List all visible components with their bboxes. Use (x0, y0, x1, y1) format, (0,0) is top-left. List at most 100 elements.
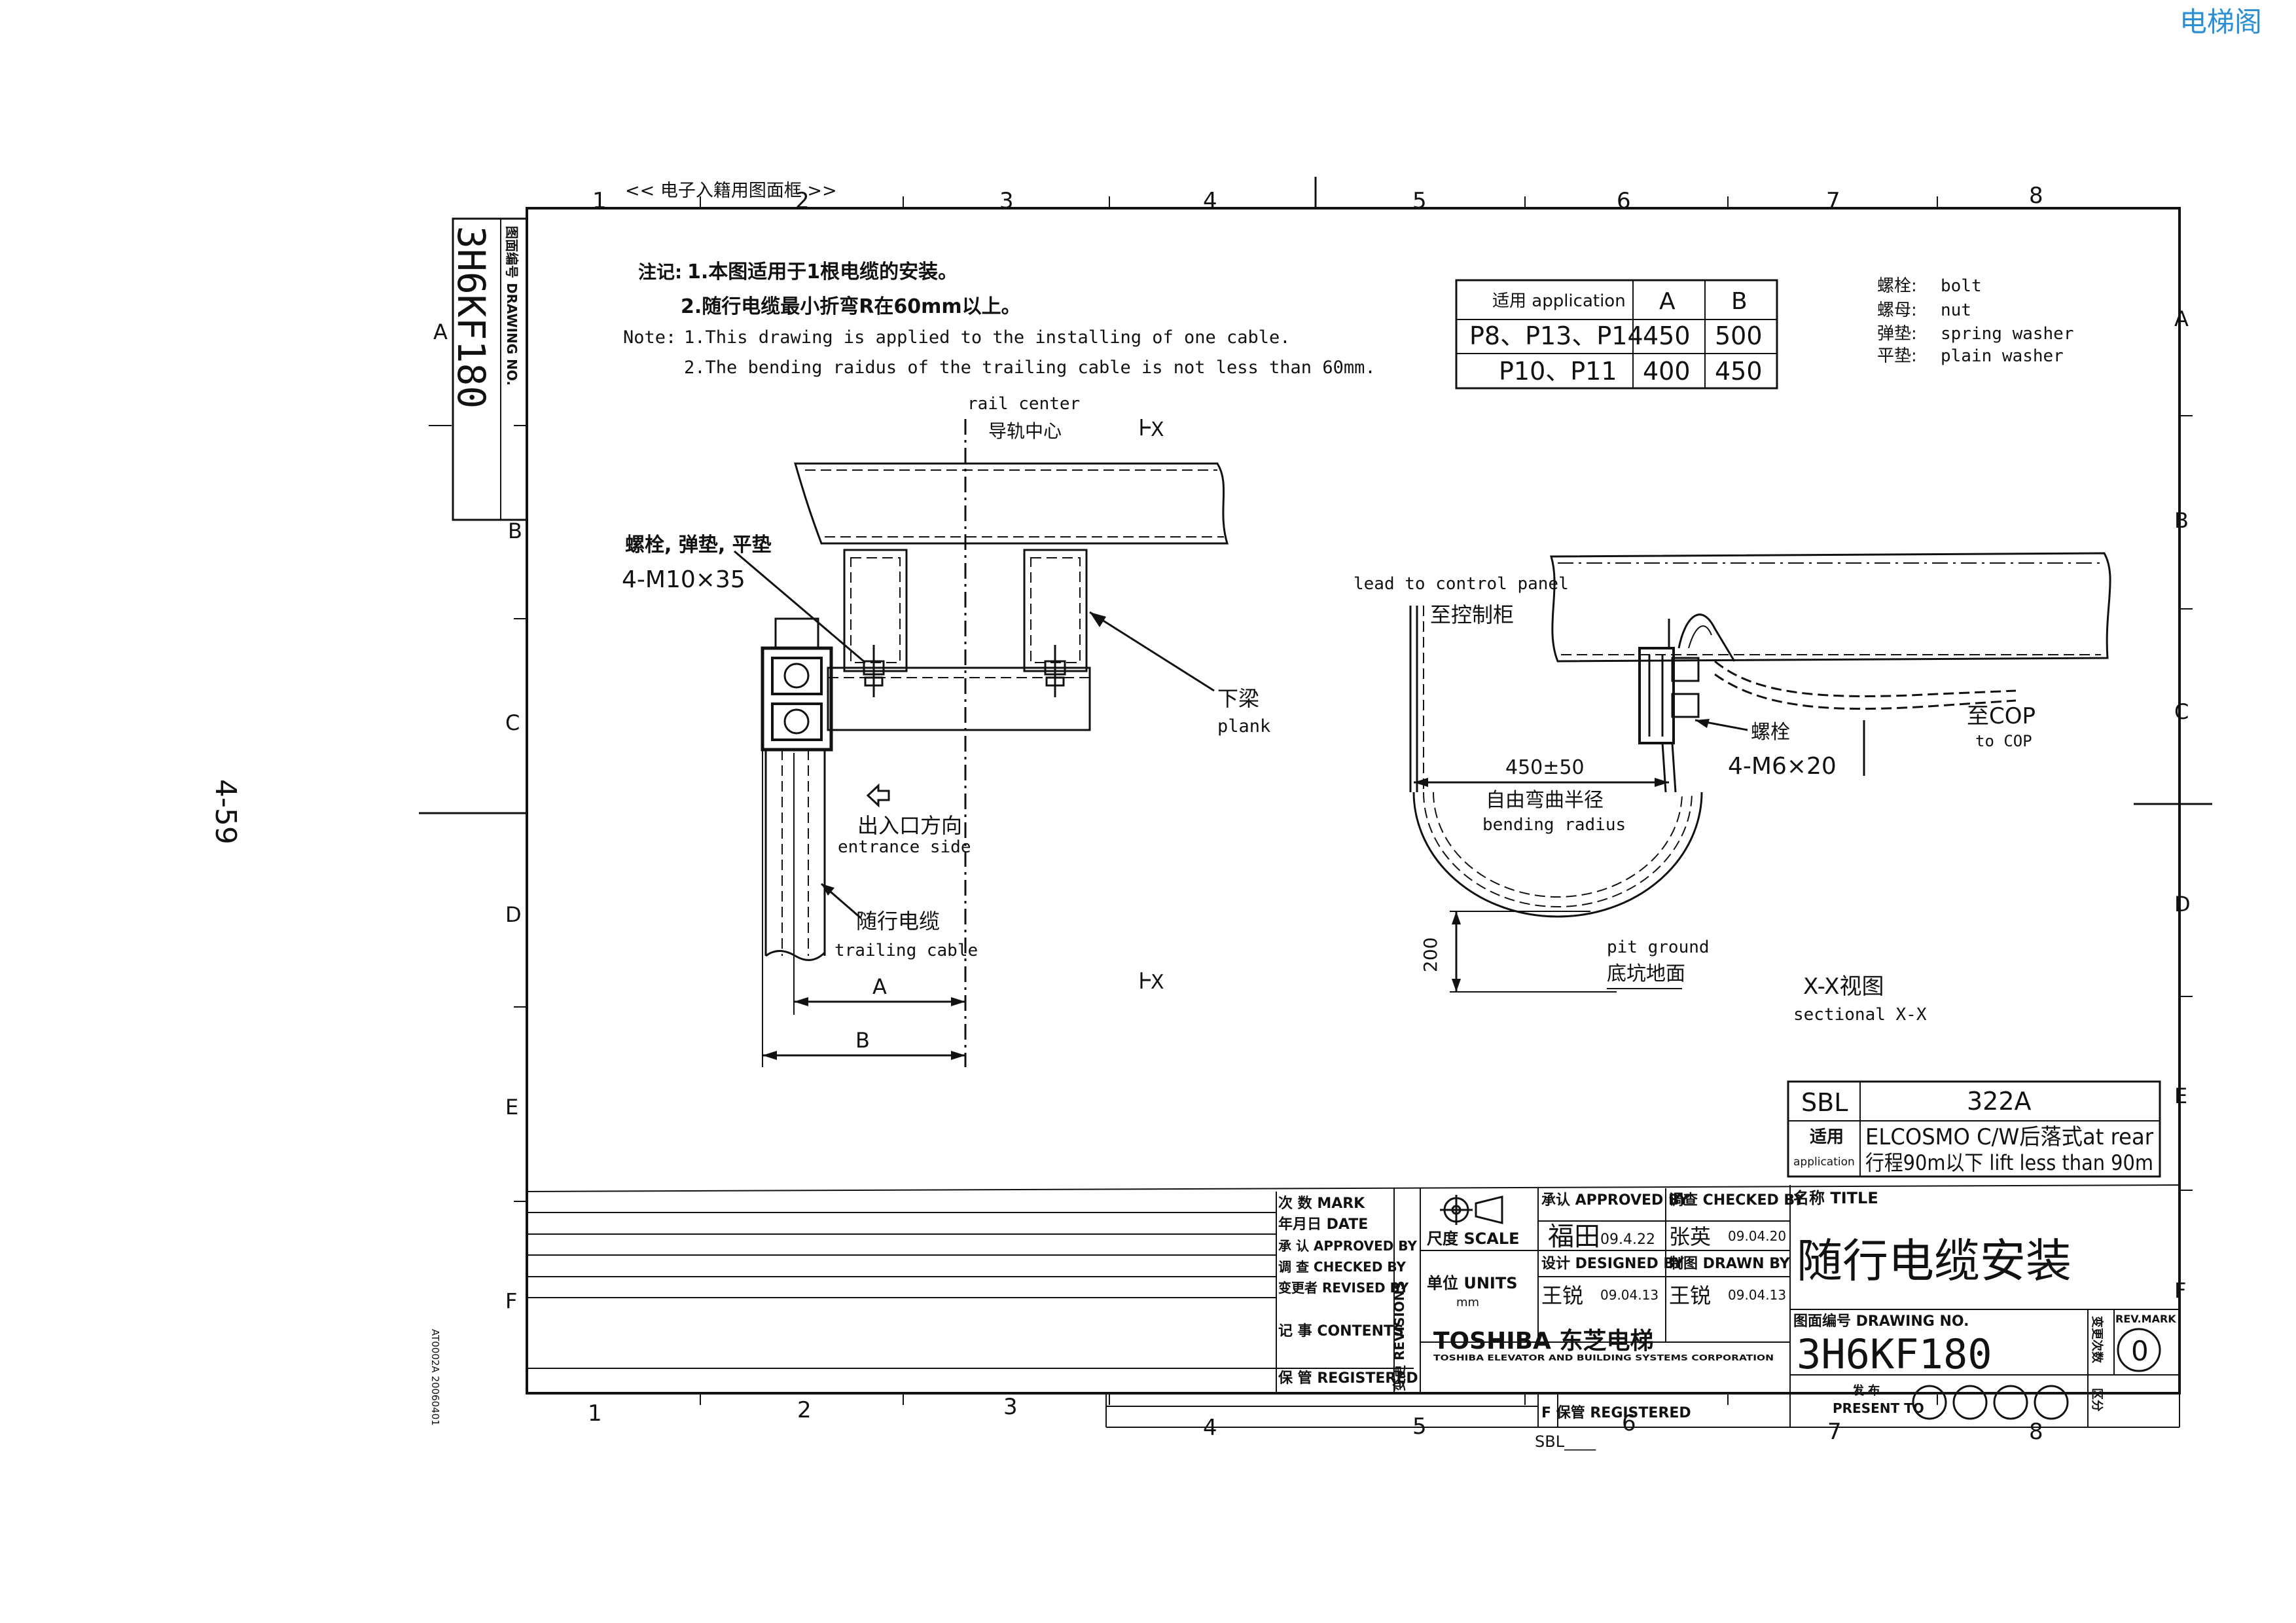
rev-label: 年月日 DATE (1278, 1216, 1368, 1233)
drawing-number-box: 图面编号 DRAWING NO. 3H6KF180 (449, 217, 528, 521)
table-header: 适用 application (1492, 291, 1626, 311)
col-label: 1 (588, 1400, 602, 1427)
legend-cn: 弹垫: (1877, 324, 1917, 344)
row-label: C (505, 710, 520, 735)
present-to-label: PRESENT TO (1833, 1400, 1924, 1416)
column-labels-top: 1 2 3 4 5 6 7 8 (592, 183, 2043, 214)
car-beam (794, 462, 1229, 545)
drawn-by-label: 制图 DRAWN BY (1669, 1256, 1791, 1272)
units-label: 单位 UNITS (1427, 1274, 1518, 1292)
sbl-line2: 行程90m以下 lift less than 90m (1865, 1150, 2153, 1175)
contents-label: 记 事 CONTENTS (1278, 1322, 1404, 1340)
height-dim: 200 (1420, 938, 1441, 972)
col-label: 5 (1412, 188, 1427, 214)
approved-by-label: 承认 APPROVED BY (1541, 1192, 1690, 1209)
watermark: 电梯阁 (2179, 6, 2262, 38)
drawing-no-label: 图面编号 DRAWING NO. (504, 226, 520, 386)
row-labels-right: A B C D E F (2174, 306, 2191, 1303)
sbl-app-en: application (1793, 1156, 1855, 1169)
present-to-cn: 发 布 (1852, 1383, 1880, 1398)
legend-en: spring washer (1941, 324, 2074, 344)
row-label: F (2174, 1278, 2186, 1303)
sbl-bottom: SBL____ (1535, 1432, 1596, 1451)
cable-clamp-side (1638, 647, 1675, 744)
col-label: 1 (592, 188, 607, 214)
notes-en-2: 2.The bending raidus of the trailing cab… (684, 357, 1376, 378)
radius-dim: 450±50 (1505, 756, 1585, 779)
sbl-box: SBL 322A 适用 application ELCOSMO C/W后落式at… (1787, 1080, 2161, 1178)
col-label: 3 (999, 188, 1014, 214)
drawing-no: 3H6KF180 (1797, 1330, 1992, 1378)
cop-en: to COP (1975, 732, 2032, 750)
col-label: 8 (2029, 183, 2043, 209)
cable-cn: 随行电缆 (856, 909, 940, 934)
rev-label: 承 认 APPROVED BY (1278, 1238, 1417, 1254)
lead-en: lead to control panel (1354, 574, 1569, 594)
drawer-name: 王锐 (1669, 1283, 1711, 1308)
dist-label: 区分 (2090, 1388, 2104, 1412)
row-label: C (2174, 699, 2189, 724)
drawn-date: 09.04.13 (1728, 1287, 1786, 1303)
approved-date: 09.4.22 (1600, 1231, 1655, 1248)
table-cell: P8、P13、P14 (1469, 321, 1643, 350)
notes-cn-1: 1.本图适用于1根电缆的安装。 (687, 261, 958, 283)
pit-cn: 底坑地面 (1607, 962, 1685, 985)
legend: 螺栓: bolt 螺母: nut 弹垫: spring washer 平垫: p… (1877, 276, 2074, 366)
pit-en: pit ground (1607, 938, 1710, 957)
title-block: 次 数 MARK 年月日 DATE 承 认 APPROVED BY 调 查 CH… (526, 1184, 2180, 1451)
bolt-spec-right: 4-M6×20 (1728, 753, 1837, 780)
sbl-line1: ELCOSMO C/W后落式at rear (1865, 1124, 2153, 1150)
section-mark-top: X (1151, 418, 1164, 441)
entrance-cn: 出入口方向 (857, 813, 962, 838)
legend-en: bolt (1941, 276, 1982, 296)
radius-en: bending radius (1482, 815, 1626, 835)
car-bottom-beam (1549, 552, 2111, 663)
scale-label: 尺度 SCALE (1427, 1230, 1520, 1248)
drawing-frame (526, 207, 2181, 1395)
dim-b: B (855, 1028, 870, 1053)
column-labels-bottom: 1 2 3 4 5 6 7 8 (588, 1394, 2043, 1445)
designed-date: 09.04.13 (1600, 1287, 1659, 1303)
sbl-code: 322A (1967, 1087, 2032, 1116)
revisions-label: 变更 REVISIONS (1391, 1281, 1407, 1391)
notes-cn-2: 2.随行电缆最小折弯R在60mm以上。 (681, 295, 1021, 318)
bolt-spec: 4-M10×35 (622, 566, 745, 593)
sbl-app-cn: 适用 (1810, 1127, 1844, 1147)
application-table: 适用 application A B P8、P13、P14 450 500 P1… (1455, 279, 1778, 390)
checked-name: 张英 (1669, 1224, 1711, 1249)
row-label: A (433, 319, 448, 344)
row-label: E (505, 1095, 518, 1120)
radius-cn: 自由弯曲半径 (1486, 789, 1604, 812)
entrance-en: entrance side (838, 837, 971, 857)
lead-cn: 至控制柜 (1430, 602, 1514, 627)
section-mark-bottom: X (1151, 971, 1164, 994)
view-title-cn: X-X视图 (1803, 974, 1884, 1000)
side-code: AT0002A 20060401 (429, 1329, 441, 1426)
f-registered-label: F 保管 REGISTERED (1541, 1404, 1691, 1421)
legend-en: nut (1941, 301, 1971, 320)
registered-label: 保 管 REGISTERED (1278, 1370, 1418, 1387)
left-view: rail center 导轨中心 X X (622, 394, 1270, 1067)
col-label: 6 (1622, 1410, 1636, 1436)
right-view: lead to control panel 至控制柜 450±50 自由弯曲半径… (1354, 552, 2111, 1025)
col-label: 4 (1203, 188, 1217, 214)
notes-en-prefix: Note: (623, 327, 676, 348)
title-label: 名称 TITLE (1793, 1189, 1878, 1207)
rev-mark-circle (2117, 1328, 2161, 1372)
bolt-cn: 螺栓 (1751, 721, 1790, 744)
table-cell: 450 (1643, 321, 1691, 350)
row-label: D (2174, 892, 2191, 917)
notes: 注记: 1.本图适用于1根电缆的安装。 2.随行电缆最小折弯R在60mm以上。 … (623, 261, 1376, 378)
col-label: 2 (797, 1397, 812, 1423)
col-label: 7 (1826, 188, 1840, 214)
checked-by-label: 调查 CHECKED BY (1669, 1192, 1805, 1209)
col-label: 8 (2029, 1419, 2043, 1445)
rev-label: 次 数 MARK (1278, 1195, 1365, 1212)
legend-cn: 螺栓: (1877, 276, 1917, 296)
sbl-label: SBL (1801, 1088, 1848, 1117)
legend-cn: 螺母: (1877, 301, 1917, 320)
col-label: 2 (795, 188, 810, 214)
bracket-left (843, 549, 908, 672)
row-labels-left: A B C D E F (433, 319, 522, 1313)
checked-date: 09.04.20 (1728, 1228, 1786, 1244)
